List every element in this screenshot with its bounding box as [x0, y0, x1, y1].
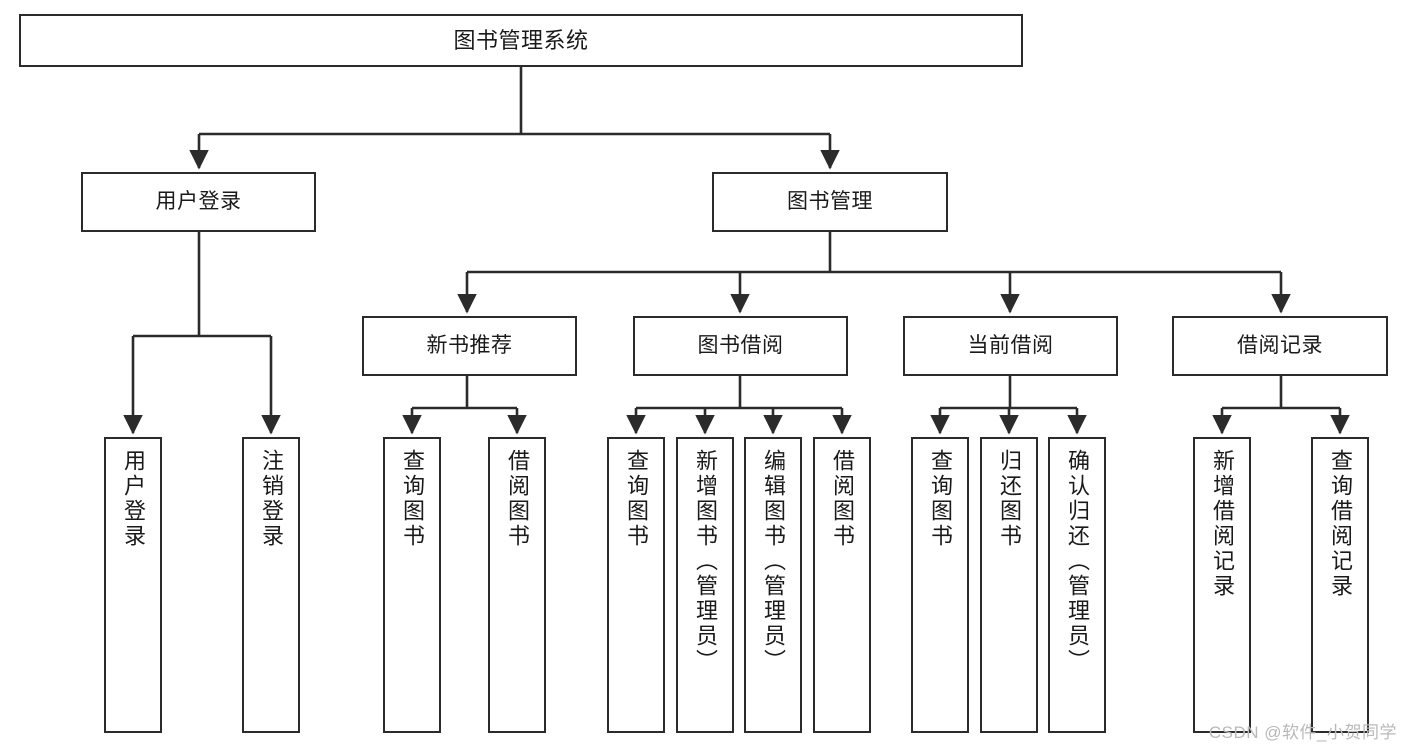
node-leaf-borrow-book-1-label: 借阅图书: [505, 449, 530, 549]
node-new-book-recommend[interactable]: 新书推荐: [362, 316, 577, 376]
node-leaf-query-book-2-label: 查询图书: [624, 449, 649, 549]
node-leaf-query-book-2[interactable]: 查询图书: [607, 437, 665, 733]
node-book-management-label: 图书管理: [787, 189, 873, 213]
node-leaf-user-login-label: 用户登录: [121, 449, 146, 549]
node-leaf-query-record-label: 查询借阅记录: [1328, 449, 1353, 599]
node-root[interactable]: 图书管理系统: [19, 14, 1023, 67]
node-leaf-edit-book[interactable]: 编辑图书（管理员）: [744, 437, 802, 733]
node-leaf-query-book-3-label: 查询图书: [928, 449, 953, 549]
node-leaf-query-record[interactable]: 查询借阅记录: [1311, 437, 1369, 733]
node-leaf-return-book[interactable]: 归还图书: [980, 437, 1038, 733]
node-leaf-query-book-3[interactable]: 查询图书: [911, 437, 969, 733]
node-leaf-confirm-return[interactable]: 确认归还（管理员）: [1048, 437, 1106, 733]
node-new-book-recommend-label: 新书推荐: [426, 333, 513, 357]
node-leaf-borrow-book-2[interactable]: 借阅图书: [813, 437, 871, 733]
node-leaf-confirm-return-label: 确认归还（管理员）: [1065, 449, 1090, 674]
node-leaf-user-login[interactable]: 用户登录: [104, 437, 162, 733]
node-borrow-record-label: 借阅记录: [1237, 333, 1323, 357]
node-leaf-add-record-label: 新增借阅记录: [1210, 449, 1235, 599]
node-leaf-add-record[interactable]: 新增借阅记录: [1193, 437, 1251, 733]
node-leaf-query-book-1[interactable]: 查询图书: [383, 437, 441, 733]
node-book-management[interactable]: 图书管理: [712, 172, 948, 232]
node-leaf-borrow-book-2-label: 借阅图书: [830, 449, 855, 549]
node-leaf-add-book-label: 新增图书（管理员）: [693, 449, 718, 674]
node-current-borrow-label: 当前借阅: [967, 333, 1054, 357]
node-root-label: 图书管理系统: [453, 27, 589, 53]
node-user-login[interactable]: 用户登录: [81, 172, 316, 232]
node-borrow-record[interactable]: 借阅记录: [1172, 316, 1388, 376]
node-current-borrow[interactable]: 当前借阅: [903, 316, 1118, 376]
node-leaf-user-logout-label: 注销登录: [259, 449, 284, 549]
node-leaf-query-book-1-label: 查询图书: [400, 449, 425, 549]
node-leaf-edit-book-label: 编辑图书（管理员）: [761, 449, 786, 674]
csdn-watermark: CSDN @软件_小贺同学: [1208, 723, 1397, 742]
node-book-borrow[interactable]: 图书借阅: [633, 316, 848, 376]
node-user-login-label: 用户登录: [155, 189, 242, 213]
node-book-borrow-label: 图书借阅: [697, 333, 784, 357]
node-leaf-return-book-label: 归还图书: [997, 449, 1022, 549]
node-leaf-add-book[interactable]: 新增图书（管理员）: [676, 437, 734, 733]
node-leaf-user-logout[interactable]: 注销登录: [242, 437, 300, 733]
node-leaf-borrow-book-1[interactable]: 借阅图书: [488, 437, 546, 733]
